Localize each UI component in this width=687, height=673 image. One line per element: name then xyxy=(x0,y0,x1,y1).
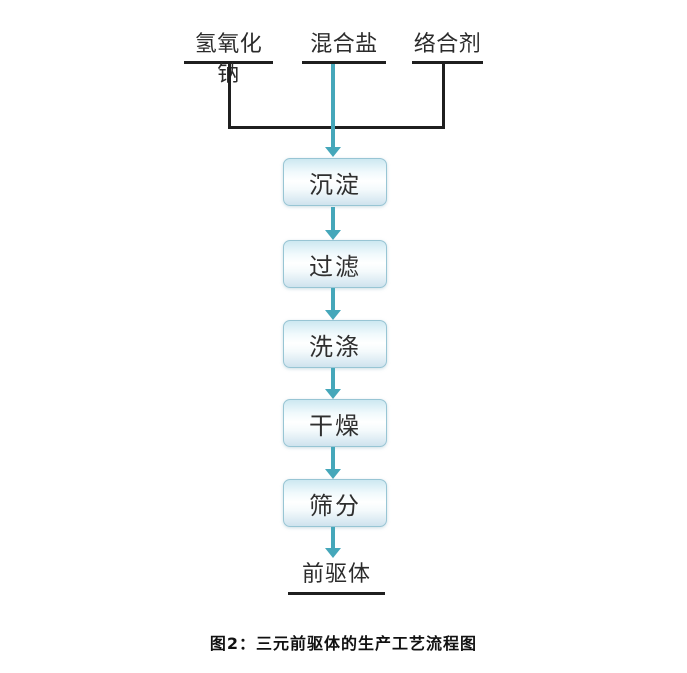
output-underline xyxy=(288,592,385,595)
flow-step-sieving: 筛分 xyxy=(283,479,387,527)
connector-right-vertical xyxy=(442,63,445,129)
output-node-precursor: 前驱体 xyxy=(301,562,371,587)
flow-step-label: 过滤 xyxy=(309,252,361,281)
arrow-down-icon xyxy=(325,310,341,320)
input-node-sodium-hydroxide: 氢氧化钠 xyxy=(184,30,273,87)
flow-step-label: 干燥 xyxy=(309,411,361,440)
input-node-mixed-salt: 混合盐 xyxy=(302,30,386,64)
arrow-down-icon xyxy=(325,147,341,157)
connector-left-vertical xyxy=(228,63,231,129)
arrow-shaft xyxy=(331,207,335,232)
arrow-shaft xyxy=(331,527,335,550)
flow-step-precipitation: 沉淀 xyxy=(283,158,387,206)
arrow-down-icon xyxy=(325,230,341,240)
input-node-complexing-agent: 络合剂 xyxy=(412,30,483,64)
arrow-down-icon xyxy=(325,389,341,399)
main-flow-arrow xyxy=(325,64,341,157)
arrow-down-icon xyxy=(325,469,341,479)
arrow-shaft xyxy=(331,64,335,149)
flow-arrow xyxy=(325,207,341,240)
flow-step-drying: 干燥 xyxy=(283,399,387,447)
arrow-shaft xyxy=(331,368,335,391)
figure-caption: 图2：三元前驱体的生产工艺流程图 xyxy=(209,634,478,653)
flow-step-washing: 洗涤 xyxy=(283,320,387,368)
connector-horizontal xyxy=(228,126,445,129)
flow-arrow xyxy=(325,527,341,558)
flow-step-label: 洗涤 xyxy=(309,332,361,361)
flow-arrow xyxy=(325,288,341,320)
arrow-shaft xyxy=(331,447,335,471)
flow-step-filtration: 过滤 xyxy=(283,240,387,288)
arrow-shaft xyxy=(331,288,335,312)
flow-arrow xyxy=(325,447,341,479)
flow-step-label: 沉淀 xyxy=(309,170,361,199)
arrow-down-icon xyxy=(325,548,341,558)
flow-arrow xyxy=(325,368,341,399)
flow-step-label: 筛分 xyxy=(309,491,361,520)
